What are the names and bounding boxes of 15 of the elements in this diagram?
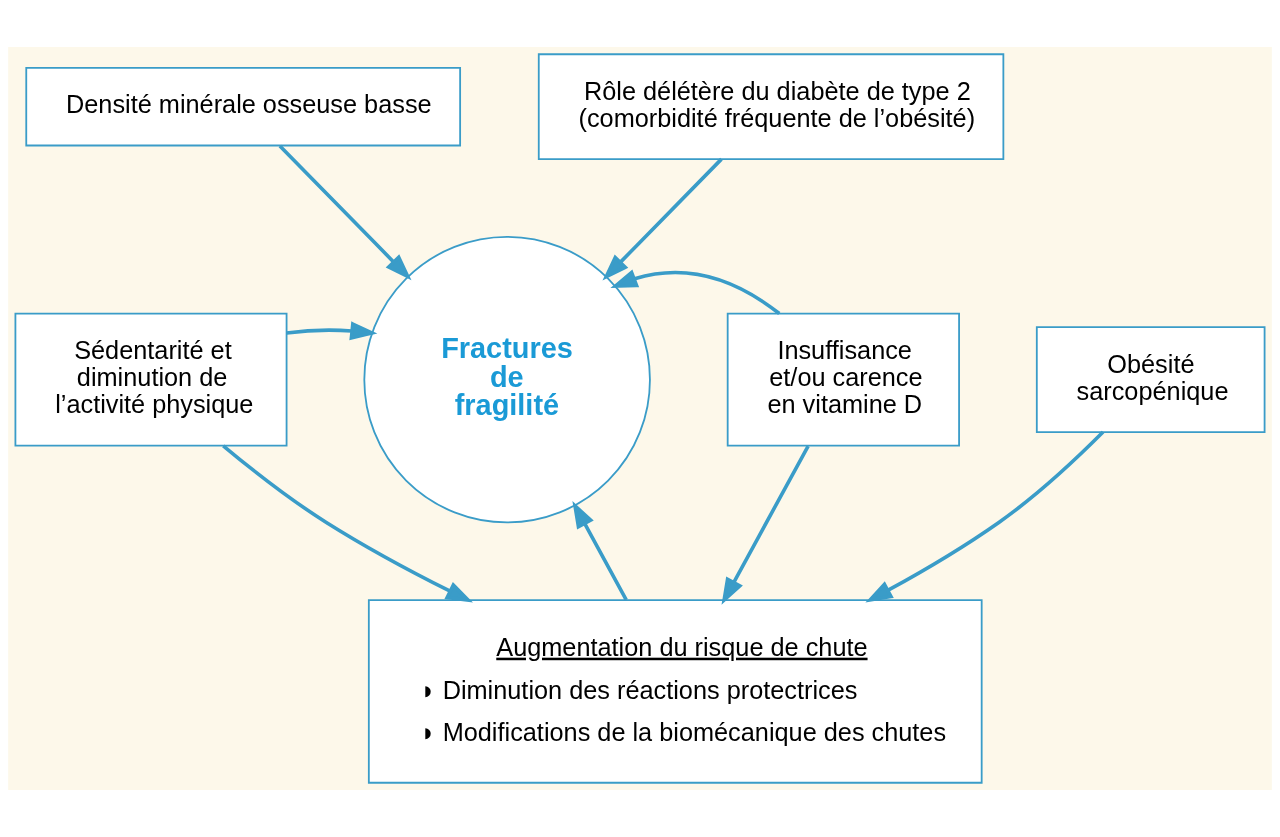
arrow	[721, 445, 810, 605]
arrow	[572, 501, 628, 601]
node-box: Obésité sarcopénique	[1035, 326, 1266, 433]
arrow	[602, 157, 723, 281]
node-box: Rôle délétère du diabète de type 2 (comorbidité fréquente de l’obésité)	[537, 53, 1005, 160]
arrow	[286, 321, 378, 341]
node-circle: Fractures de fragilité	[363, 235, 651, 524]
arrow	[278, 144, 412, 281]
arrow	[222, 444, 473, 603]
node-box: Insuffisance et/ou carence en vitamine D	[726, 312, 960, 447]
arrow	[865, 430, 1105, 603]
node-box: Augmentation du risque de chute ◗ Diminution des réactions protectrices ◗ Modifications de la biomécanique des chutes	[367, 599, 983, 784]
arrow	[610, 269, 781, 315]
node-box: Sédentarité et diminution de l’activité physique	[14, 312, 288, 447]
node-box: Densité minérale osseuse basse	[25, 66, 462, 147]
